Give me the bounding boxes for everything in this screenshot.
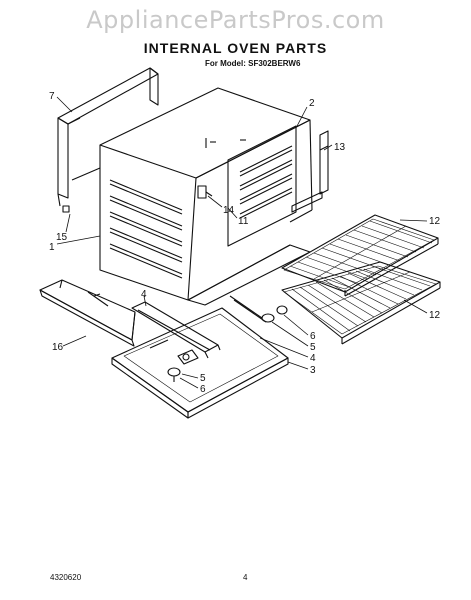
callout-15: 15 xyxy=(56,232,68,243)
callout-1: 1 xyxy=(49,242,55,253)
callout-13: 13 xyxy=(334,142,346,153)
part-glide-small-right xyxy=(229,295,288,323)
callout-12-upper: 12 xyxy=(429,216,441,227)
callout-3: 3 xyxy=(310,365,316,376)
callout-16: 16 xyxy=(52,342,64,353)
callout-5-right: 5 xyxy=(310,342,316,353)
callout-7: 7 xyxy=(49,91,55,102)
callout-4-rail: 4 xyxy=(141,289,147,300)
part-oven-rack-lower xyxy=(281,261,441,345)
callout-6-right: 6 xyxy=(310,331,316,342)
callout-4-right: 4 xyxy=(310,353,316,364)
part-glide-small-left xyxy=(167,367,181,382)
page-number: 4 xyxy=(243,573,248,582)
part-bottom-panel xyxy=(111,307,289,419)
part-bracket xyxy=(319,130,329,195)
callout-2: 2 xyxy=(309,98,315,109)
page-title: INTERNAL OVEN PARTS xyxy=(143,40,328,56)
document-number: 4320620 xyxy=(50,573,82,582)
callout-5-left: 5 xyxy=(200,373,206,384)
callout-14: 14 xyxy=(223,205,235,216)
watermark-logo: AppliancePartsPros.com xyxy=(86,6,385,34)
callout-11: 11 xyxy=(238,216,249,227)
part-fitting xyxy=(197,185,213,199)
part-rack-support-right xyxy=(227,125,323,247)
part-frame-panel xyxy=(57,67,159,213)
callout-6-left: 6 xyxy=(200,384,206,395)
callout-12-lower: 12 xyxy=(429,310,441,321)
part-slide-rail xyxy=(131,301,221,359)
part-broiler-trim xyxy=(39,279,136,347)
leader-lines xyxy=(56,96,428,389)
model-subtitle: For Model: SF302BERW6 xyxy=(205,59,301,68)
